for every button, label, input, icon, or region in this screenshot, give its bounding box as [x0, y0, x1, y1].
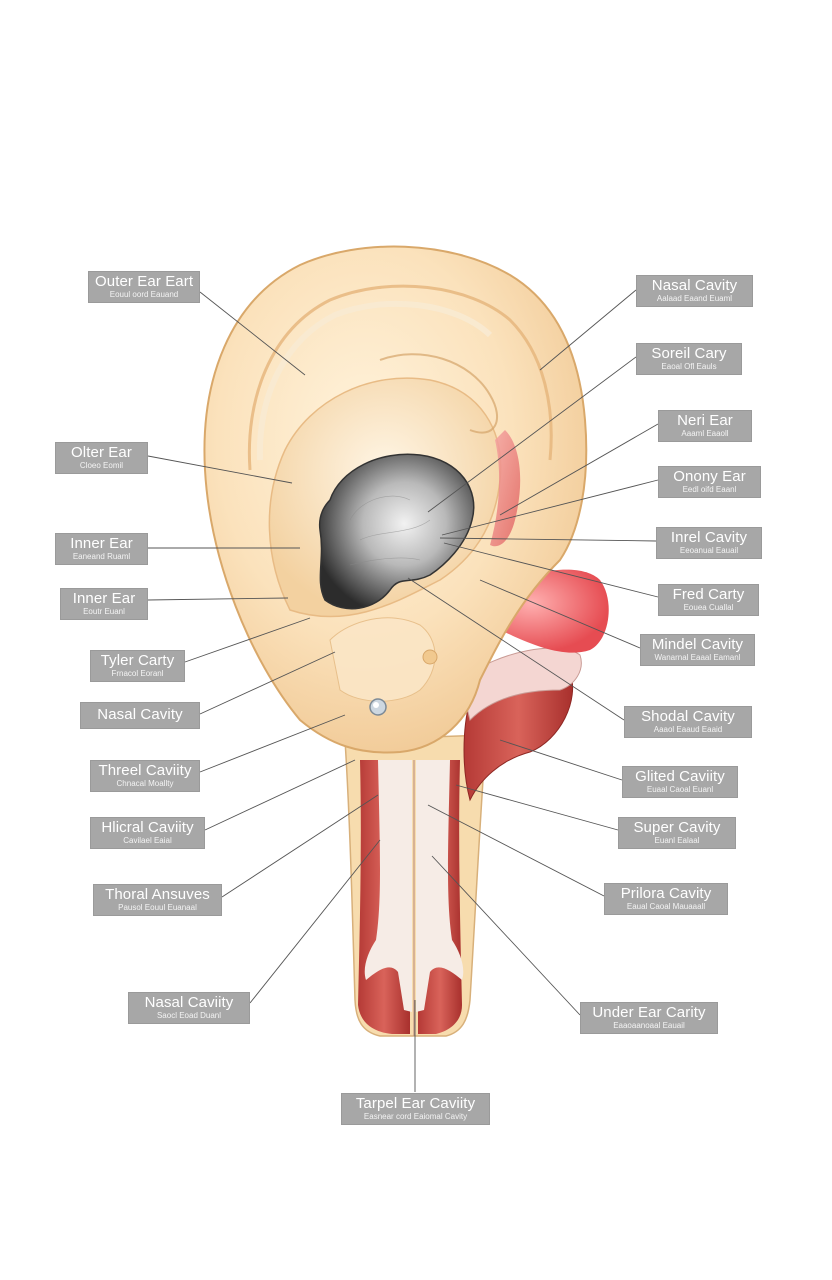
label-subtext: Cloeo Eomil	[62, 462, 141, 470]
label-text: Inner Ear	[67, 591, 141, 606]
label-text: Super Cavity	[625, 820, 729, 835]
label-subtext: Aaaol Eaaud Eaaid	[631, 726, 745, 734]
label-tyler-carty: Tyler Carty Frnacol Eoranl	[90, 650, 185, 682]
label-mindel-cavity: Mindel Cavity Wanarnal Eaaal Eamanl	[640, 634, 755, 666]
label-text: Outer Ear Eart	[95, 274, 193, 289]
label-subtext: Eaneand Ruaml	[62, 553, 141, 561]
label-text: Fred Carty	[665, 587, 752, 602]
label-text: Prilora Cavity	[611, 886, 721, 901]
label-nasal-cavity-right: Nasal Cavity Aalaad Eaand Euaml	[636, 275, 753, 307]
label-inrel-cavity: Inrel Cavity Eeoanual Eauail	[656, 527, 762, 559]
label-text: Soreil Cary	[643, 346, 735, 361]
label-subtext: Eaual Caoal Mauaaall	[611, 903, 721, 911]
label-text: Hlicral Caviity	[97, 820, 198, 835]
label-subtext: Eeoanual Eauail	[663, 547, 755, 555]
label-text: Tyler Carty	[97, 653, 178, 668]
label-subtext: Pausol Eouul Euanaal	[100, 904, 215, 912]
label-text: Neri Ear	[665, 413, 745, 428]
label-subtext: Aaaml Eaaoll	[665, 430, 745, 438]
label-text: Threel Caviity	[97, 763, 193, 778]
label-subtext: Eoutr Euanl	[67, 608, 141, 616]
label-subtext: Frnacol Eoranl	[97, 670, 178, 678]
label-text: Under Ear Carity	[587, 1005, 711, 1020]
label-super-cavity: Super Cavity Euanl Ealaal	[618, 817, 736, 849]
label-text: Olter Ear	[62, 445, 141, 460]
canal-tube	[345, 735, 486, 1036]
label-text: Mindel Cavity	[647, 637, 748, 652]
label-inner-ear-2: Inner Ear Eoutr Euanl	[60, 588, 148, 620]
label-subtext: Euaal Caoal Euanl	[629, 786, 731, 794]
label-shodal-cavity: Shodal Cavity Aaaol Eaaud Eaaid	[624, 706, 752, 738]
label-text: Thoral Ansuves	[100, 887, 215, 902]
label-subtext: Cavilael Eaial	[97, 837, 198, 845]
label-subtext: Eaaoaanoaal Eauail	[587, 1022, 711, 1030]
label-text: Nasal Cavity	[643, 278, 746, 293]
label-inner-ear-1: Inner Ear Eaneand Ruaml	[55, 533, 148, 565]
label-text: Nasal Cavity	[87, 707, 193, 722]
label-subtext: Euanl Ealaal	[625, 837, 729, 845]
label-text: Shodal Cavity	[631, 709, 745, 724]
label-nasal-cavity-left: Nasal Cavity	[80, 702, 200, 729]
label-subtext: Wanarnal Eaaal Eamanl	[647, 654, 748, 662]
label-under-ear-carity: Under Ear Carity Eaaoaanoaal Eauail	[580, 1002, 718, 1034]
label-subtext: Eedl oifd Eaanl	[665, 486, 754, 494]
label-subtext: Saocl Eoad Duanl	[135, 1012, 243, 1020]
label-text: Inner Ear	[62, 536, 141, 551]
label-thoral-ansuves: Thoral Ansuves Pausol Eouul Euanaal	[93, 884, 222, 916]
label-onony-ear: Onony Ear Eedl oifd Eaanl	[658, 466, 761, 498]
label-fred-carty: Fred Carty Eouea Cuallal	[658, 584, 759, 616]
label-subtext: Eaoal Ofl Eauls	[643, 363, 735, 371]
label-glited-caviity: Glited Caviity Euaal Caoal Euanl	[622, 766, 738, 798]
label-hlicral-caviity: Hlicral Caviity Cavilael Eaial	[90, 817, 205, 849]
label-tarpel-ear-caviity: Tarpel Ear Caviity Easnear cord Eaiomal …	[341, 1093, 490, 1125]
label-outer-ear-eart: Outer Ear Eart Eouul oord Eauand	[88, 271, 200, 303]
label-text: Onony Ear	[665, 469, 754, 484]
label-text: Tarpel Ear Caviity	[348, 1096, 483, 1111]
label-subtext: Aalaad Eaand Euaml	[643, 295, 746, 303]
label-text: Glited Caviity	[629, 769, 731, 784]
label-soreil-cary: Soreil Cary Eaoal Ofl Eauls	[636, 343, 742, 375]
label-prilora-cavity: Prilora Cavity Eaual Caoal Mauaaall	[604, 883, 728, 915]
label-text: Nasal Caviity	[135, 995, 243, 1010]
label-subtext: Eouea Cuallal	[665, 604, 752, 612]
label-subtext: Easnear cord Eaiomal Cavity	[348, 1113, 483, 1121]
label-neri-ear: Neri Ear Aaaml Eaaoll	[658, 410, 752, 442]
label-subtext: Eouul oord Eauand	[95, 291, 193, 299]
label-olter-ear: Olter Ear Cloeo Eomil	[55, 442, 148, 474]
label-nasal-caviity-bottom: Nasal Caviity Saocl Eoad Duanl	[128, 992, 250, 1024]
label-threel-caviity: Threel Caviity Chnacal Moallty	[90, 760, 200, 792]
label-subtext: Chnacal Moallty	[97, 780, 193, 788]
label-text: Inrel Cavity	[663, 530, 755, 545]
